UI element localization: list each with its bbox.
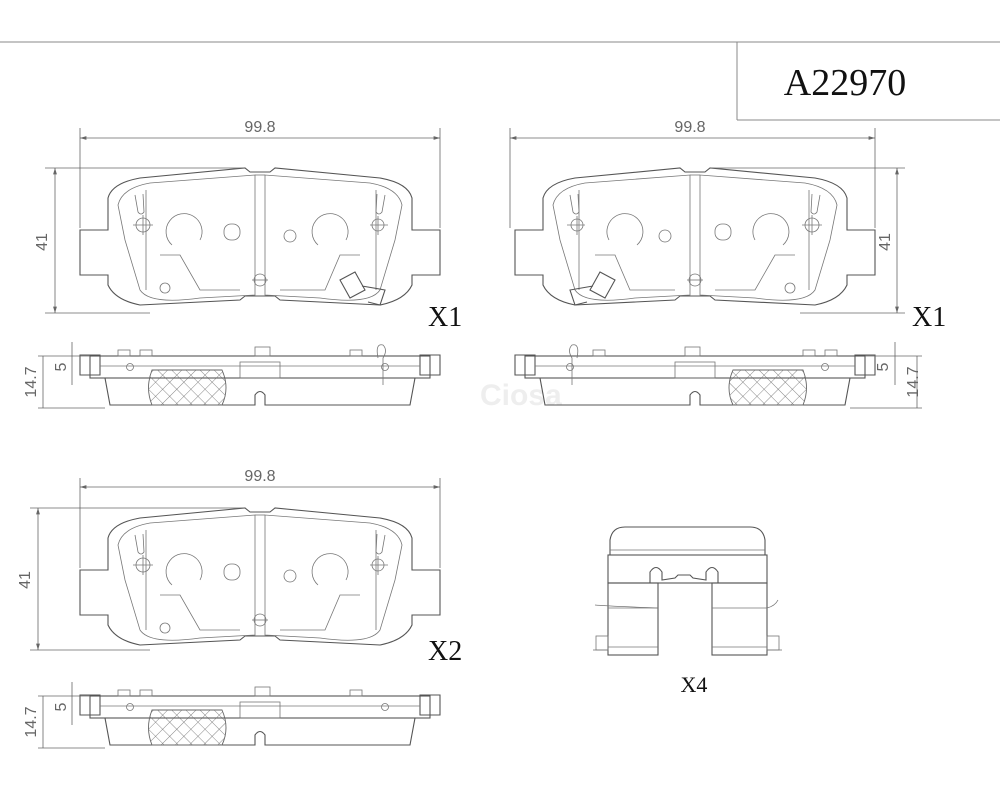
pad-bottom: 99.8 41 14.7 5 X2 <box>17 468 462 749</box>
title-block: A22970 <box>0 41 1000 121</box>
svg-text:14.7: 14.7 <box>23 366 40 397</box>
pad-face-view <box>514 167 876 306</box>
width-dimension: 99.8 <box>79 119 441 228</box>
pad-top-right: 99.8 41 14.7 5 X1 <box>509 119 946 409</box>
height-dimension: 41 <box>34 167 245 314</box>
width-dimension: 99.8 <box>509 119 876 228</box>
height-dimension: 41 <box>710 167 905 314</box>
pad-side-view <box>79 346 441 406</box>
svg-text:5: 5 <box>875 362 892 371</box>
height-dimension: 41 <box>17 507 245 651</box>
svg-text:14.7: 14.7 <box>23 706 40 737</box>
svg-text:41: 41 <box>877 233 894 251</box>
svg-text:14.7: 14.7 <box>905 366 922 397</box>
anti-rattle-clip: X4 <box>593 526 782 697</box>
watermark: Ciosa <box>480 379 562 412</box>
svg-text:99.8: 99.8 <box>674 119 705 136</box>
svg-text:99.8: 99.8 <box>244 468 275 485</box>
svg-text:5: 5 <box>53 702 70 711</box>
pad-top-left: 99.8 41 14.7 5 X1 <box>23 119 462 409</box>
thickness-dimension: 14.7 5 <box>23 342 105 409</box>
svg-text:41: 41 <box>17 571 34 589</box>
pad-face-view <box>79 167 441 306</box>
svg-text:99.8: 99.8 <box>244 119 275 136</box>
quantity-label: X1 <box>428 302 462 333</box>
thickness-dimension: 14.7 5 <box>23 682 105 749</box>
svg-text:5: 5 <box>53 362 70 371</box>
width-dimension: 99.8 <box>79 468 441 568</box>
quantity-label: X2 <box>428 636 462 667</box>
pad-side-view <box>514 346 876 406</box>
pad-face-view <box>79 507 441 646</box>
quantity-label: X1 <box>912 302 946 333</box>
thickness-dimension: 14.7 5 <box>850 342 922 409</box>
svg-text:41: 41 <box>34 233 51 251</box>
quantity-label: X4 <box>681 672 708 697</box>
pad-side-view <box>79 686 441 746</box>
part-number: A22970 <box>784 62 906 104</box>
